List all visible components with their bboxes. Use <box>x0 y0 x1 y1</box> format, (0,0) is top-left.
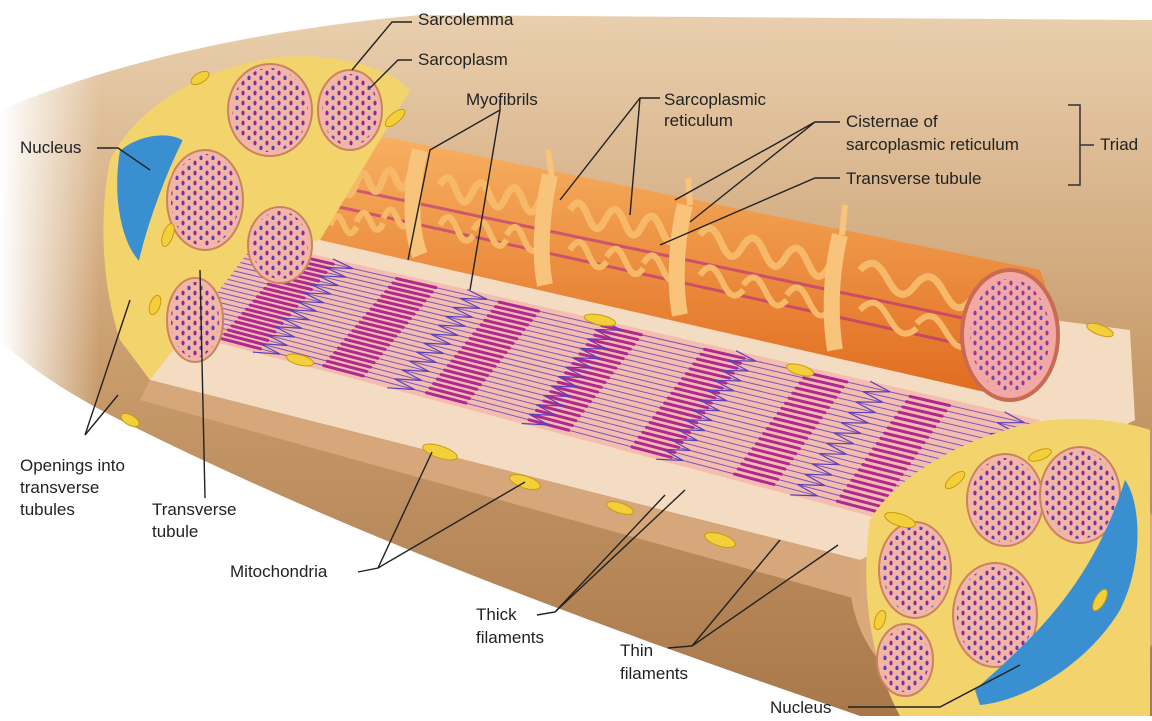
label-thin-1: Thin <box>620 640 653 661</box>
label-sarcoplasmic-reticulum-2: reticulum <box>664 110 733 131</box>
label-transverse-tubule-bottom-1: Transverse <box>152 499 236 520</box>
label-openings-2: transverse <box>20 477 99 498</box>
label-sarcoplasmic-reticulum-1: Sarcoplasmic <box>664 89 766 110</box>
label-nucleus-left: Nucleus <box>20 137 81 158</box>
label-thin-2: filaments <box>620 663 688 684</box>
label-triad: Triad <box>1100 134 1138 155</box>
label-nucleus-bottom: Nucleus <box>770 697 831 718</box>
label-cisternae-2: sarcoplasmic reticulum <box>846 134 1019 155</box>
filament-dots <box>1044 451 1116 539</box>
label-openings-3: tubules <box>20 499 75 520</box>
filament-dots <box>171 282 219 358</box>
filament-dots <box>881 628 929 692</box>
label-thick-1: Thick <box>476 604 517 625</box>
label-sarcolemma: Sarcolemma <box>418 9 513 30</box>
filament-dots <box>252 211 308 279</box>
label-myofibrils: Myofibrils <box>466 89 538 110</box>
label-transverse-tubule-bottom-2: tubule <box>152 521 198 542</box>
label-transverse-tubule-top: Transverse tubule <box>846 168 981 189</box>
filament-dots <box>171 154 239 246</box>
label-thick-2: filaments <box>476 627 544 648</box>
filament-dots <box>971 458 1039 542</box>
label-mitochondria: Mitochondria <box>230 561 327 582</box>
label-sarcoplasm: Sarcoplasm <box>418 49 508 70</box>
filament-dots <box>322 74 378 146</box>
filament-dots <box>883 526 947 614</box>
label-cisternae-1: Cisternae of <box>846 111 938 132</box>
filament-dots <box>232 68 308 152</box>
label-openings-1: Openings into <box>20 455 125 476</box>
